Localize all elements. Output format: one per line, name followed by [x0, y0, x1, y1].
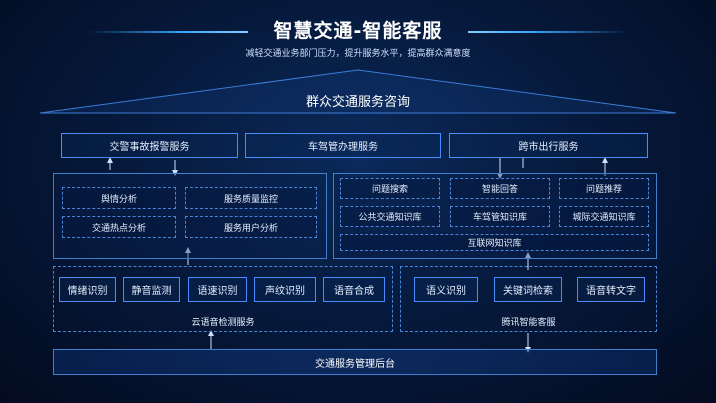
tencent-service-label: 腾讯智能客服 [501, 318, 556, 328]
knowledge-smart-answer: 智能回答 [450, 178, 550, 199]
voice-detection-label: 云语音检测服务 [191, 318, 255, 328]
tencent-keyword-search: 关键词检索 [494, 277, 562, 302]
tencent-semantic-recognition: 语义识别 [414, 277, 478, 302]
knowledge-public-transit-kb: 公共交通知识库 [340, 206, 440, 227]
title-decoration-left [88, 31, 248, 33]
voice-speed-recognition: 语速识别 [188, 277, 247, 302]
tencent-speech-to-text: 语音转文字 [577, 277, 645, 302]
analysis-public-opinion: 舆情分析 [62, 187, 176, 209]
voice-speech-synthesis: 语音合成 [323, 277, 385, 302]
page-title: 智慧交通-智能客服 [273, 20, 443, 42]
voice-detection-panel [53, 266, 393, 332]
service-vehicle-license: 车驾管办理服务 [245, 133, 441, 158]
knowledge-question-recommend: 问题推荐 [559, 178, 649, 199]
service-accident-report: 交警事故报警服务 [61, 133, 238, 158]
service-intercity-travel: 跨市出行服务 [449, 133, 648, 158]
voice-silence-detection: 静音监测 [123, 277, 180, 302]
title-decoration-right [468, 31, 628, 33]
knowledge-intercity-kb: 城际交通知识库 [559, 206, 649, 227]
voice-voiceprint-recognition: 声纹识别 [254, 277, 316, 302]
voice-emotion-recognition: 情绪识别 [59, 277, 116, 302]
knowledge-internet-kb: 互联网知识库 [340, 234, 649, 251]
page-subtitle: 减轻交通业务部门压力，提升服务水平，提高群众满意度 [245, 49, 471, 59]
roof-label: 群众交通服务咨询 [305, 95, 410, 110]
management-backend: 交通服务管理后台 [53, 349, 657, 375]
analysis-user-analytics: 服务用户分析 [185, 216, 317, 238]
tencent-service-panel [400, 266, 657, 332]
analysis-hot-topics: 交通热点分析 [62, 216, 176, 238]
knowledge-question-search: 问题搜索 [340, 178, 440, 199]
knowledge-vehicle-kb: 车驾管知识库 [450, 206, 550, 227]
analysis-quality-monitor: 服务质量监控 [185, 187, 317, 209]
knowledge-panel [333, 173, 657, 259]
